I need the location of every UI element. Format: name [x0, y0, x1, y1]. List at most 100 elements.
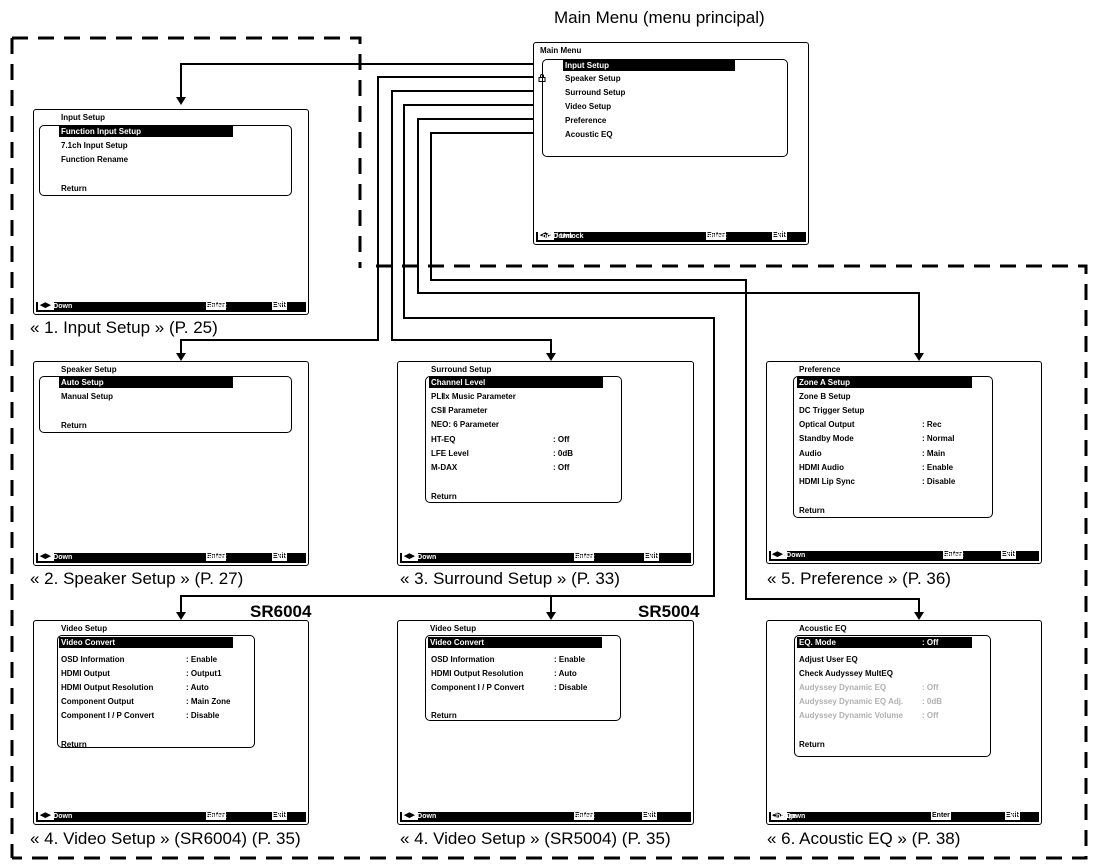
ht-eq-value: : Off [553, 435, 570, 444]
menu-item-video-convert[interactable]: Video Convert [59, 637, 233, 648]
menu-item-speaker-setup[interactable]: Speaker Setup [565, 74, 621, 83]
arrowhead-input-setup [176, 97, 186, 105]
menu-list [794, 635, 991, 757]
menu-item-return[interactable]: Return [61, 421, 87, 430]
menu-item-hdmi-audio[interactable]: HDMI Audio [799, 463, 845, 472]
lfe-level-value: : 0dB [553, 449, 573, 458]
menu-item-component-ip-convert[interactable]: Component I / P Convert [431, 683, 525, 692]
menu-item-function-rename[interactable]: Function Rename [61, 155, 129, 164]
preference-screen: Preference Zone A Setup Zone B Setup DC … [766, 361, 1042, 564]
screen-footer: ▼▲: Up / Down◀▶: Enter: Select Exit: Exi… [36, 302, 306, 312]
wire-surround-setup [391, 90, 552, 353]
menu-item-return[interactable]: Return [61, 740, 87, 749]
eq-mode-value: : Off [922, 638, 939, 647]
menu-item-audio[interactable]: Audio [799, 449, 822, 458]
menu-item-component-output[interactable]: Component Output [61, 697, 134, 706]
menu-list [793, 376, 993, 518]
component-output-value: : Main Zone [186, 697, 231, 706]
menu-item-audyssey-dynamic-volume: Audyssey Dynamic Volume [799, 711, 903, 720]
menu-item-hdmi-output[interactable]: HDMI Output [61, 669, 110, 678]
menu-item-neo6-parameter[interactable]: NEO: 6 Parameter [431, 420, 500, 429]
wire-input-setup [180, 63, 546, 97]
arrowhead-video-6004 [176, 612, 186, 620]
leftright-keys-icon: ◀▶ [39, 302, 52, 310]
leftright-keys-icon: ◀▶ [39, 812, 52, 820]
hdmi-output-resolution-value: : Auto [186, 683, 209, 692]
menu-item-return[interactable]: Return [431, 711, 457, 720]
menu-item-plllx-music-parameter[interactable]: PLⅡx Music Parameter [431, 392, 516, 401]
menu-item-zone-b-setup[interactable]: Zone B Setup [799, 392, 851, 401]
menu-item-zone-a-setup[interactable]: Zone A Setup [797, 377, 972, 388]
menu-item-function-input-setup[interactable]: Function Input Setup [59, 126, 233, 137]
arrowhead-video-5004 [546, 612, 556, 620]
standby-mode-value: : Normal [922, 434, 955, 443]
video-setup-sr6004-caption: « 4. Video Setup » (SR6004) (P. 35) [30, 829, 301, 848]
menu-item-eq-mode[interactable]: EQ. Mode [797, 637, 972, 648]
model-label-sr6004: SR6004 [250, 602, 312, 621]
menu-item-dc-trigger-setup[interactable]: DC Trigger Setup [799, 406, 865, 415]
menu-item-component-ip-convert[interactable]: Component I / P Convert [61, 711, 155, 720]
menu-item-csll-parameter[interactable]: CSⅡ Parameter [431, 406, 488, 415]
menu-item-return[interactable]: Return [799, 506, 825, 515]
hdmi-output-value: : Output1 [186, 669, 222, 678]
hdmi-audio-value: : Enable [922, 463, 954, 472]
menu-list [542, 59, 788, 157]
menu-item-m-dax[interactable]: M-DAX [431, 463, 458, 472]
menu-item-standby-mode[interactable]: Standby Mode [799, 434, 854, 443]
menu-list [57, 635, 255, 748]
screen-title: Main Menu [540, 46, 582, 55]
screen-footer: ▼▲: Up / Down◀▶: Lock / Unlock Enter: Se… [536, 232, 806, 242]
menu-list [39, 376, 292, 433]
wire-video-setup [180, 104, 715, 612]
screen-footer: ▼▲: Up / Down◀▶: Enter: Select Exit: Exi… [400, 812, 691, 822]
menu-item-adjust-user-eq[interactable]: Adjust User EQ [799, 655, 858, 664]
menu-item-auto-setup[interactable]: Auto Setup [59, 377, 233, 388]
menu-item-return[interactable]: Return [61, 184, 87, 193]
acoustic-eq-caption: « 6. Acoustic EQ » (P. 38) [767, 829, 961, 848]
audyssey-dynamic-volume-value: : Off [922, 711, 939, 720]
leftright-keys-icon: ◀▶ [539, 232, 552, 240]
menu-item-optical-output[interactable]: Optical Output [799, 420, 855, 429]
menu-item-check-audyssey-multeq[interactable]: Check Audyssey MultEQ [799, 669, 893, 678]
menu-item-osd-information[interactable]: OSD Information [61, 655, 125, 664]
osd-information-value: : Enable [554, 655, 586, 664]
menu-item-video-convert[interactable]: Video Convert [428, 637, 602, 648]
audio-value: : Main [922, 449, 946, 458]
menu-item-lfe-level[interactable]: LFE Level [431, 449, 469, 458]
audyssey-dynamic-eq-value: : Off [922, 683, 939, 692]
menu-item-return[interactable]: Return [799, 740, 825, 749]
arrowhead-surround-setup [546, 353, 556, 361]
screen-title: Video Setup [61, 624, 108, 633]
screen-title: Surround Setup [431, 365, 492, 374]
component-ip-convert-value: : Disable [554, 683, 588, 692]
wire-acoustic-eq [430, 132, 920, 612]
menu-item-hdmi-output-resolution[interactable]: HDMI Output Resolution [61, 683, 154, 692]
menu-item-input-setup[interactable]: Input Setup [563, 60, 735, 71]
arrowhead-speaker-setup [176, 353, 186, 361]
menu-item-return[interactable]: Return [431, 492, 457, 501]
menu-item-audyssey-dynamic-eq-adj: Audyssey Dynamic EQ Adj. [799, 697, 904, 706]
menu-item-osd-information[interactable]: OSD Information [431, 655, 495, 664]
menu-item-ht-eq[interactable]: HT-EQ [431, 435, 456, 444]
leftright-keys-icon: ◀▶ [771, 812, 784, 820]
menu-item-surround-setup[interactable]: Surround Setup [565, 88, 626, 97]
menu-item-hdmi-output-resolution[interactable]: HDMI Output Resolution [431, 669, 524, 678]
main-menu-caption: Main Menu (menu principal) [554, 8, 765, 27]
menu-item-preference[interactable]: Preference [565, 116, 607, 125]
menu-list [425, 376, 622, 503]
surround-setup-caption: « 3. Surround Setup » (P. 33) [400, 569, 620, 588]
arrowhead-preference [914, 353, 924, 361]
screen-title: Preference [799, 365, 841, 374]
menu-item-manual-setup[interactable]: Manual Setup [61, 392, 114, 401]
screen-footer: ▼▲: Up / Down◀▶: Enter: Select Exit: Exi… [36, 812, 306, 822]
menu-item-acoustic-eq[interactable]: Acoustic EQ [565, 130, 613, 139]
video-setup-sr5004-screen: Video Setup Video Convert OSD Informatio… [397, 620, 694, 825]
menu-item-video-setup[interactable]: Video Setup [565, 102, 612, 111]
speaker-setup-caption: « 2. Speaker Setup » (P. 27) [30, 569, 244, 588]
menu-list [39, 125, 292, 196]
menu-item-71ch-input-setup[interactable]: 7.1ch Input Setup [61, 141, 128, 150]
menu-item-hdmi-lip-sync[interactable]: HDMI Lip Sync [799, 477, 856, 486]
lock-icon [538, 74, 546, 82]
menu-item-channel-level[interactable]: Channel Level [429, 377, 603, 388]
